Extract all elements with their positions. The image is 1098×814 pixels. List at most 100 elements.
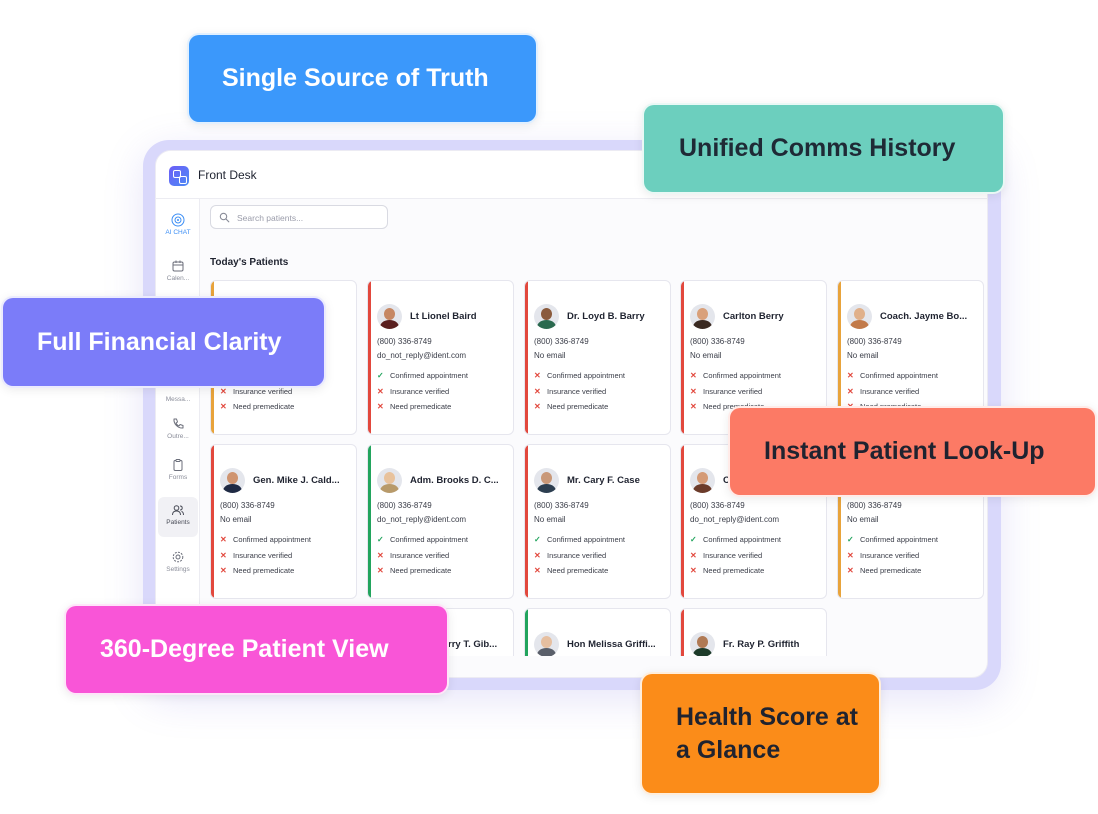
- section-title: Today's Patients: [210, 257, 289, 268]
- patient-name[interactable]: Lt Lionel Baird: [410, 311, 477, 322]
- sidebar-item-outreach[interactable]: Outre...: [158, 411, 198, 451]
- cross-icon: ✕: [220, 402, 227, 411]
- patient-card[interactable]: Fr. Ray P. Griffith: [680, 608, 827, 656]
- cross-icon: ✕: [690, 550, 697, 560]
- patient-name[interactable]: Coach. Jayme Bo...: [880, 311, 968, 322]
- gear-icon: [172, 551, 184, 563]
- checklist-label: Confirmed appointment: [547, 535, 625, 544]
- patient-phone: (800) 336-8749: [377, 337, 432, 346]
- checklist-label: Need premedicate: [390, 402, 452, 411]
- checklist-item: ✕Insurance verified: [220, 387, 292, 396]
- sidebar-item-messages[interactable]: Messa...: [158, 374, 198, 414]
- callout-instant-patient-look-up: Instant Patient Look-Up: [728, 406, 1097, 497]
- sidebar-item-forms[interactable]: Forms: [158, 452, 198, 492]
- patient-email: do_not_reply@ident.com: [377, 351, 467, 360]
- patient-email: No email: [847, 351, 879, 360]
- patient-card[interactable]: Hon Melissa Griffi...: [524, 608, 671, 656]
- cross-icon: ✕: [220, 550, 227, 560]
- app-title: Front Desk: [198, 168, 257, 182]
- search-box: [210, 205, 388, 229]
- check-icon: ✓: [690, 535, 697, 544]
- patient-phone: (800) 336-8749: [534, 337, 589, 346]
- checklist-label: Confirmed appointment: [390, 535, 468, 544]
- cross-icon: ✕: [534, 386, 541, 396]
- patient-email: No email: [690, 351, 722, 360]
- patient-name[interactable]: Fr. Ray P. Griffith: [723, 639, 800, 650]
- health-status-bar: [525, 609, 528, 656]
- checklist-item: ✕Insurance verified: [377, 551, 449, 560]
- sidebar-item-ai-chat[interactable]: AI CHAT: [158, 207, 198, 247]
- users-icon: [172, 505, 184, 516]
- patient-phone: (800) 336-8749: [690, 501, 745, 510]
- checklist-label: Insurance verified: [233, 550, 293, 560]
- checklist-item: ✕Need premedicate: [534, 402, 608, 411]
- cross-icon: ✕: [220, 566, 227, 575]
- checklist-label: Need premedicate: [233, 402, 295, 411]
- patient-phone: (800) 336-8749: [690, 337, 745, 346]
- health-status-bar: [681, 281, 684, 434]
- patient-card[interactable]: Lt Lionel Baird (800) 336-8749 do_not_repl…: [367, 280, 514, 435]
- avatar: [690, 468, 715, 493]
- checklist-item: ✕Insurance verified: [847, 387, 919, 396]
- cross-icon: ✕: [847, 566, 854, 575]
- checklist-item: ✓Confirmed appointment: [847, 535, 938, 544]
- callout-text: 360-Degree Patient View: [100, 635, 389, 663]
- search-icon: [219, 212, 230, 223]
- search-input[interactable]: [237, 209, 382, 226]
- patient-name[interactable]: Gen. Mike J. Cald...: [253, 475, 340, 486]
- checklist-item: ✕Confirmed appointment: [690, 371, 781, 380]
- patient-name[interactable]: Mr. Cary F. Case: [567, 475, 640, 486]
- checklist-label: Need premedicate: [703, 566, 765, 575]
- patient-name[interactable]: Dr. Loyd B. Barry: [567, 311, 645, 322]
- health-status-bar: [368, 281, 371, 434]
- checklist-label: Confirmed appointment: [233, 535, 311, 544]
- health-status-bar: [681, 445, 684, 598]
- checklist-item: ✕Need premedicate: [377, 566, 451, 575]
- checklist-label: Insurance verified: [233, 386, 293, 396]
- app-logo-icon: [169, 166, 189, 186]
- checklist-item: ✓Confirmed appointment: [377, 535, 468, 544]
- sidebar-item-calendar[interactable]: Calen...: [158, 253, 198, 293]
- checklist-item: ✕ Insurance verified: [220, 551, 292, 560]
- sidebar-item-label: Forms: [168, 474, 188, 481]
- checklist-label: Need premedicate: [547, 402, 609, 411]
- patient-name[interactable]: Carlton Berry: [723, 311, 784, 322]
- patient-email: do_not_reply@ident.com: [690, 515, 780, 524]
- avatar: [690, 304, 715, 329]
- avatar: [847, 304, 872, 329]
- checklist-item: ✕Insurance verified: [690, 387, 762, 396]
- sidebar-item-label: AI CHAT: [165, 229, 191, 236]
- callout-full-financial-clarity: Full Financial Clarity: [1, 296, 326, 388]
- patient-email: No email: [220, 515, 252, 524]
- avatar: [220, 468, 245, 493]
- checklist-item: ✓Confirmed appointment: [690, 535, 781, 544]
- sidebar-item-settings[interactable]: Settings: [158, 544, 198, 584]
- patient-phone: (800) 336-8749: [847, 337, 902, 346]
- checklist-item: ✕Insurance verified: [534, 551, 606, 560]
- checklist-label: Need premedicate: [233, 566, 295, 575]
- callout-text: Full Financial Clarity: [37, 327, 282, 356]
- cross-icon: ✕: [377, 386, 384, 396]
- cross-icon: ✕: [690, 386, 697, 396]
- sidebar-item-patients[interactable]: Patients: [158, 497, 198, 537]
- patient-name[interactable]: Hon Melissa Griffi...: [567, 639, 656, 650]
- cross-icon: ✕: [377, 402, 384, 411]
- callout-text: Unified Comms History: [679, 134, 956, 162]
- avatar: [377, 304, 402, 329]
- cross-icon: ✕: [690, 402, 697, 411]
- phone-icon: [173, 418, 184, 429]
- checklist-item: ✕Need premedicate: [690, 566, 764, 575]
- cross-icon: ✕: [534, 550, 541, 560]
- checklist-label: Insurance verified: [860, 550, 920, 560]
- cross-icon: ✕: [534, 371, 541, 380]
- health-status-bar: [525, 445, 528, 598]
- patient-name[interactable]: Adm. Brooks D. C...: [410, 475, 499, 486]
- checklist-item: ✕Insurance verified: [534, 387, 606, 396]
- health-status-bar: [211, 445, 214, 598]
- checklist-item: ✕Insurance verified: [377, 387, 449, 396]
- cross-icon: ✕: [847, 386, 854, 396]
